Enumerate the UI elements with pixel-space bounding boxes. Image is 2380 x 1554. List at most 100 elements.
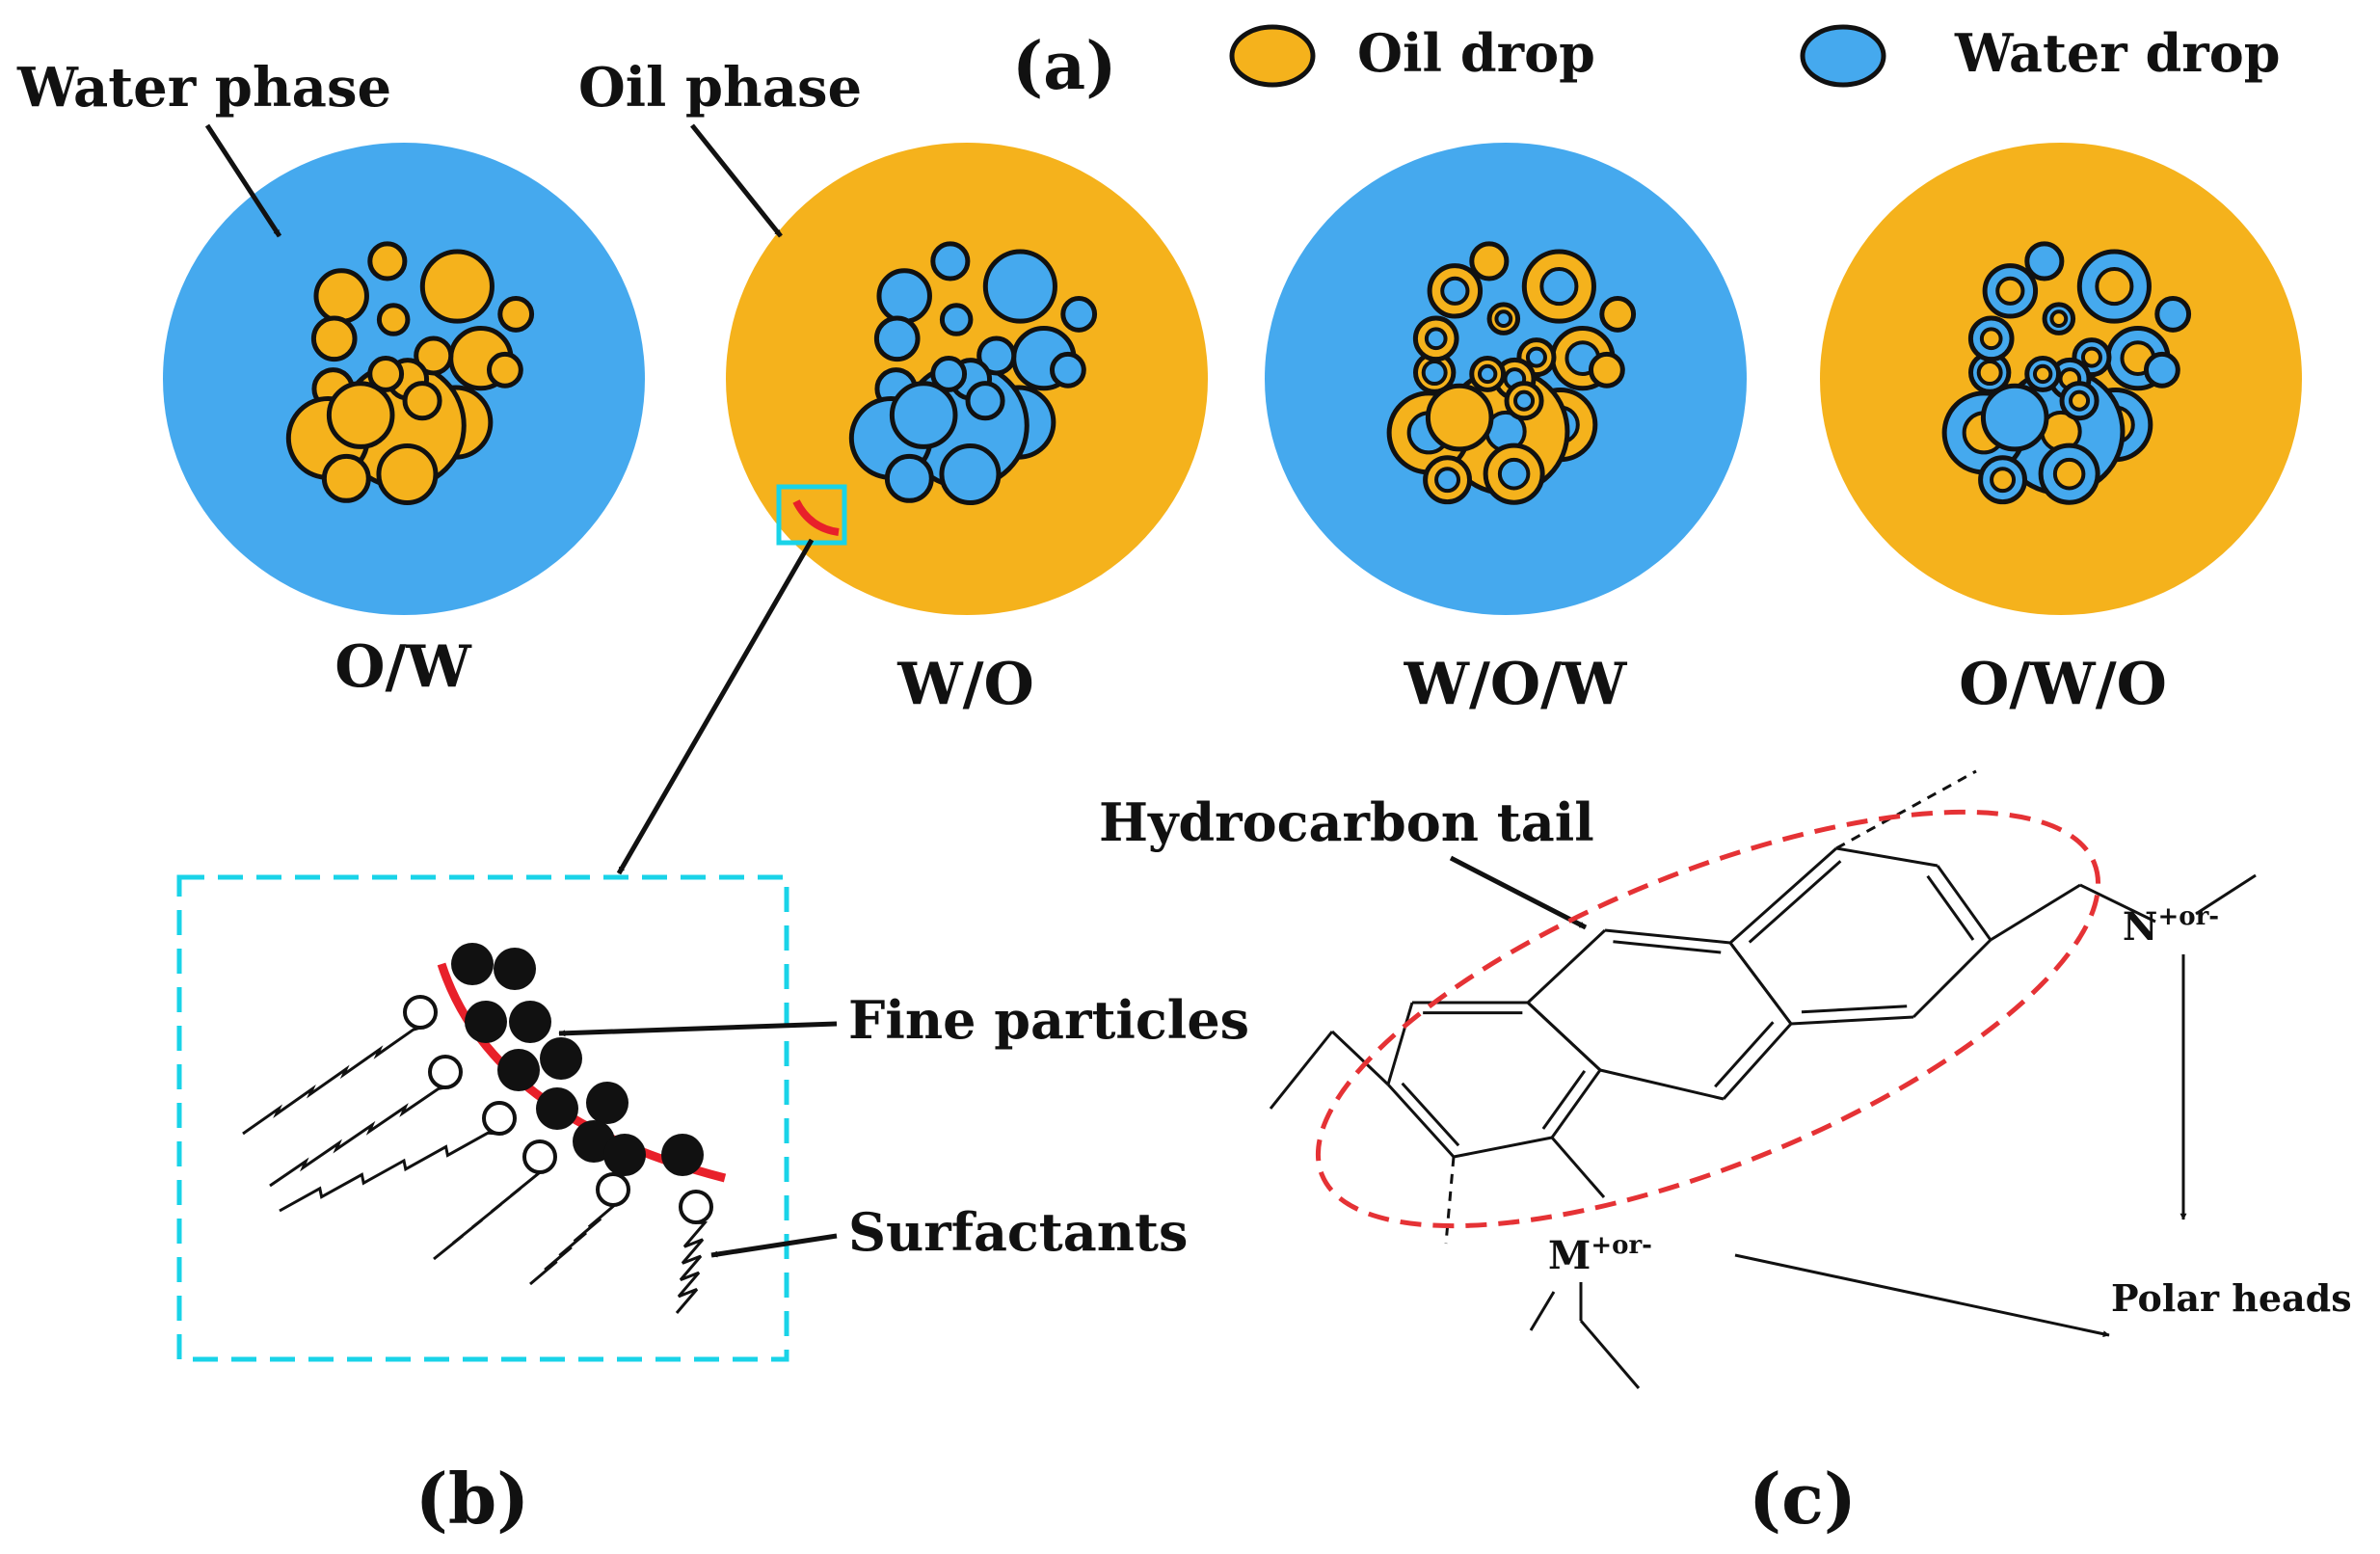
bond xyxy=(1444,1156,1456,1245)
fine-particle xyxy=(509,1001,551,1043)
inner-drop xyxy=(2080,346,2102,368)
surfactant-tail xyxy=(675,1220,709,1314)
legend-water-swatch xyxy=(1800,24,1886,88)
water-phase-arrow xyxy=(204,123,282,238)
dispersed-drop xyxy=(1469,241,1510,281)
legend-oil-label: Oil drop xyxy=(1357,22,1595,84)
bond xyxy=(1526,1001,1602,1072)
emulsion-owo xyxy=(1820,143,2302,615)
dispersed-drop xyxy=(930,241,971,281)
bond xyxy=(1330,1030,1390,1086)
dispersed-drop xyxy=(1425,383,1494,452)
dispersed-drop xyxy=(2143,351,2180,388)
fine-particles-arrow xyxy=(558,1021,838,1037)
anthracene-molecule xyxy=(1269,769,2257,1389)
dispersed-drop xyxy=(326,381,395,449)
surfactant-head xyxy=(522,1139,557,1174)
dispersed-drop xyxy=(889,381,958,449)
bond xyxy=(1926,874,1975,941)
bond xyxy=(1912,938,1992,1019)
surfactants-label: Surfactants xyxy=(848,1201,1188,1263)
fine-particle xyxy=(465,1001,507,1043)
surfactant-tails xyxy=(242,1026,709,1314)
legend-water-label: Water drop xyxy=(1954,22,2280,84)
m-polar-head-arrow xyxy=(1734,1253,2110,1338)
dispersed-drop xyxy=(1599,296,1637,333)
surfactant-head xyxy=(482,1101,517,1136)
fine-particle xyxy=(451,943,494,985)
surfactant-tail xyxy=(433,1171,542,1261)
dispersed-drop xyxy=(939,442,1002,506)
dispersed-drop xyxy=(876,268,932,324)
surfactants-arrow xyxy=(710,1233,838,1258)
surfactant-tail xyxy=(529,1202,617,1286)
dispersed-drop xyxy=(414,335,454,376)
dispersed-drop xyxy=(930,356,968,392)
inner-drop xyxy=(1979,327,2003,351)
zoom-interface-arc xyxy=(792,499,840,536)
surfactant-head xyxy=(596,1172,630,1207)
dispersed-drop xyxy=(965,381,1005,421)
inner-drop xyxy=(2032,363,2053,385)
emulsion-label-wo: W/O xyxy=(896,651,1034,718)
inner-drop xyxy=(2095,267,2134,307)
inner-drop xyxy=(1494,309,1513,329)
bond xyxy=(2195,873,2257,916)
bond xyxy=(1541,1069,1587,1130)
panel-b-zoom-box xyxy=(176,874,789,1362)
fine-particle xyxy=(661,1134,704,1176)
bond xyxy=(1801,1005,1908,1014)
oil-phase-arrow xyxy=(690,123,783,238)
surfactant-tail xyxy=(242,1026,421,1136)
bond xyxy=(1529,1291,1556,1331)
fine-particle xyxy=(494,948,536,990)
bond xyxy=(1550,1069,1602,1139)
bond xyxy=(1453,1136,1553,1159)
dispersed-drop xyxy=(873,315,921,362)
bond xyxy=(1550,1137,1606,1198)
fine-particle xyxy=(540,1037,582,1080)
hydrocarbon-tail-ellipse xyxy=(1315,809,2101,1229)
panel-a-label: (a) xyxy=(1012,28,1116,105)
surfactant-tail xyxy=(279,1131,500,1213)
bond xyxy=(1604,928,1731,945)
dispersed-drop xyxy=(313,268,369,324)
oil-phase-label: Oil phase xyxy=(578,56,862,120)
dispersed-drop xyxy=(2154,296,2192,333)
dispersed-drop xyxy=(982,249,1057,324)
bond xyxy=(1386,1002,1414,1085)
dispersed-drop xyxy=(376,303,411,336)
fine-particle xyxy=(497,1049,540,1091)
surfactant-head xyxy=(679,1190,713,1224)
surfactant-heads xyxy=(403,995,713,1224)
dispersed-drop xyxy=(310,315,358,362)
dispersed-drop xyxy=(2024,241,2065,281)
dispersed-drop xyxy=(419,249,495,324)
panel-b-label: (b) xyxy=(415,1458,529,1540)
n-atom-label: N+or- xyxy=(2123,902,2219,950)
bond xyxy=(1728,942,1793,1025)
dispersed-drop xyxy=(1588,351,1625,388)
bond xyxy=(1722,1022,1793,1101)
m-atom-label: M+or- xyxy=(1548,1231,1652,1278)
bond xyxy=(1990,883,2081,942)
inner-drop xyxy=(1513,389,1536,412)
bond xyxy=(1936,865,1992,941)
fine-particle xyxy=(536,1087,578,1130)
bond xyxy=(1835,846,1939,868)
inner-drop xyxy=(2052,457,2086,491)
inner-drop xyxy=(1421,360,1448,387)
emulsion-ow xyxy=(163,143,645,615)
emulsion-label-wow: W/O/W xyxy=(1404,651,1628,718)
surfactant-tail xyxy=(269,1085,446,1188)
dispersed-drop xyxy=(976,335,1017,376)
inner-drop xyxy=(1539,267,1579,307)
hydrocarbon-tail-label: Hydrocarbon tail xyxy=(1099,791,1594,853)
water-phase-label: Water phase xyxy=(16,56,391,120)
inner-drop xyxy=(1434,467,1461,494)
bond xyxy=(1579,1320,1641,1389)
hydrocarbon-tail-arrow xyxy=(1449,855,1588,930)
bond xyxy=(1526,928,1607,1005)
emulsion-wow xyxy=(1265,143,1747,615)
